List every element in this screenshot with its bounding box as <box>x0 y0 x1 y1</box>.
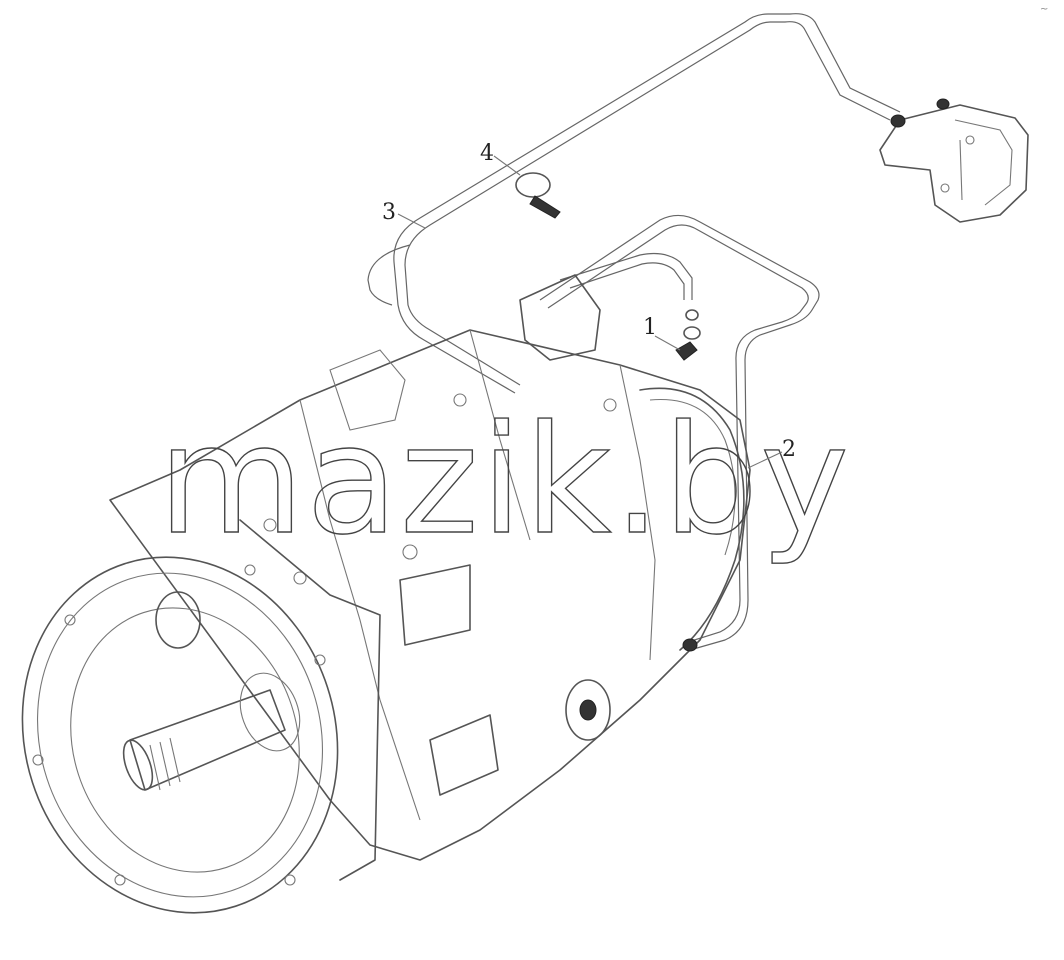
callout-1-label: 1 <box>643 315 657 340</box>
bell-housing <box>21 519 381 914</box>
corner-mark: ~ <box>1040 4 1048 15</box>
callout-2: 2 <box>747 437 796 469</box>
input-shaft <box>122 591 301 791</box>
callout-4-label: 4 <box>480 141 494 166</box>
watermark-text: mazik.by <box>158 394 851 568</box>
fitting-1 <box>675 309 701 361</box>
callout-3-label: 3 <box>382 200 396 225</box>
callout-1: 1 <box>643 315 681 351</box>
callout-4: 4 <box>480 141 521 176</box>
valve-bracket <box>879 98 1029 223</box>
pipe-3 <box>367 13 901 394</box>
transmission-housing <box>109 274 751 861</box>
callout-3: 3 <box>382 200 426 229</box>
clip-4 <box>515 172 561 219</box>
pipe-2 <box>539 214 820 651</box>
callout-2-label: 2 <box>782 437 796 462</box>
